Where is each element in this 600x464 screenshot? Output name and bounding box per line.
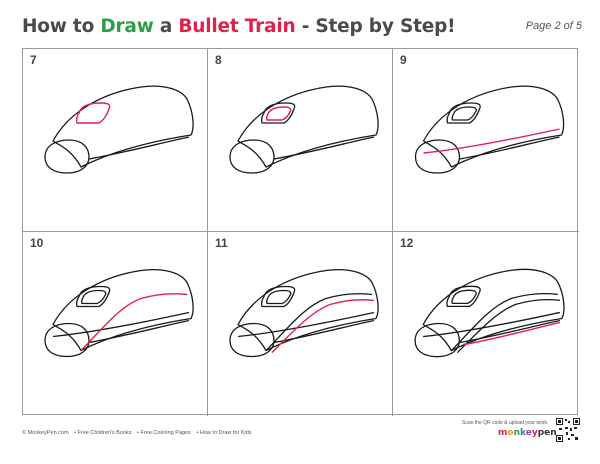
outline-stroke (446, 102, 481, 124)
footer-link-coloring[interactable]: • Free Coloring Pages (137, 430, 191, 436)
step-cell: 10 (23, 232, 208, 416)
outline-stroke (237, 85, 379, 168)
outline-stroke (273, 136, 375, 160)
step-cell: 8 (208, 49, 393, 232)
new-step-stroke (265, 106, 292, 121)
outline-stroke (459, 319, 561, 344)
outline-stroke (229, 139, 275, 174)
outline-stroke (260, 102, 296, 124)
step-number: 11 (215, 236, 228, 250)
outline-stroke (237, 311, 375, 338)
title-prefix: How to (22, 16, 101, 37)
step-cell: 9 (393, 49, 579, 232)
step-cell: 11 (208, 232, 393, 416)
train-drawing (229, 269, 379, 358)
outline-stroke (450, 292, 558, 352)
step-number: 10 (30, 236, 44, 250)
outline-stroke (265, 293, 373, 351)
outline-stroke (451, 289, 477, 305)
footer-links: © MonkeyPen.com • Free Children's Books … (22, 430, 256, 436)
logo-letter: n (513, 428, 520, 438)
qr-code-icon[interactable] (556, 418, 580, 442)
outline-stroke (273, 319, 375, 344)
step-number: 12 (400, 236, 414, 250)
title-draw: Draw (100, 16, 154, 37)
outline-stroke (446, 285, 481, 308)
outline-stroke (52, 85, 194, 168)
outline-stroke (88, 136, 190, 160)
logo-letter: m (498, 428, 508, 438)
logo-letter: y (531, 428, 538, 438)
step-number: 9 (400, 53, 407, 67)
outline-stroke (414, 139, 461, 174)
new-step-stroke (80, 293, 188, 351)
step-cell: 7 (23, 49, 208, 232)
outline-stroke (456, 298, 560, 354)
step-number: 7 (30, 53, 37, 67)
logo-letter: o (507, 428, 514, 438)
outline-stroke (459, 136, 560, 160)
outline-stroke (423, 311, 561, 338)
title-subject: Bullet Train (178, 16, 296, 37)
outline-stroke (260, 285, 296, 308)
new-step-stroke (463, 321, 561, 346)
outline-stroke (44, 139, 90, 174)
outline-stroke (414, 322, 461, 358)
logo-letter: k (520, 428, 526, 438)
outline-stroke (80, 289, 107, 305)
steps-grid: 7 8 9 10 11 12 (22, 48, 579, 416)
title-suffix: - Step by Step! (295, 16, 456, 37)
outline-stroke (52, 311, 190, 338)
train-drawing (44, 269, 194, 358)
scan-instruction: Scan the QR code & upload your work. (462, 420, 549, 426)
page-title: How to Draw a Bullet Train - Step by Ste… (22, 16, 456, 37)
train-drawing (229, 85, 379, 174)
footer-link-books[interactable]: • Free Children's Books (74, 430, 132, 436)
outline-stroke (237, 269, 379, 352)
train-drawing (414, 268, 565, 358)
new-step-stroke (423, 128, 560, 154)
outline-stroke (44, 322, 90, 358)
outline-stroke (229, 322, 275, 358)
outline-stroke (265, 289, 292, 305)
logo-letter: e (525, 428, 532, 438)
outline-stroke (75, 285, 111, 308)
outline-stroke (88, 319, 190, 344)
new-step-stroke (271, 299, 375, 353)
copyright: © MonkeyPen.com (22, 430, 69, 436)
outline-stroke (52, 269, 194, 352)
step-cell: 12 (393, 232, 579, 416)
footer-link-howto[interactable]: • How to Draw for Kids (196, 430, 252, 436)
train-drawing (44, 85, 194, 174)
new-step-stroke (75, 102, 111, 124)
outline-stroke (451, 106, 477, 121)
step-number: 8 (215, 53, 222, 67)
page-number: Page 2 of 5 (525, 20, 582, 32)
header: How to Draw a Bullet Train - Step by Ste… (22, 14, 582, 44)
outline-stroke (422, 85, 565, 168)
title-mid: a (153, 16, 179, 37)
monkeypen-logo[interactable]: monkeypen (498, 428, 557, 438)
train-drawing (414, 85, 565, 174)
